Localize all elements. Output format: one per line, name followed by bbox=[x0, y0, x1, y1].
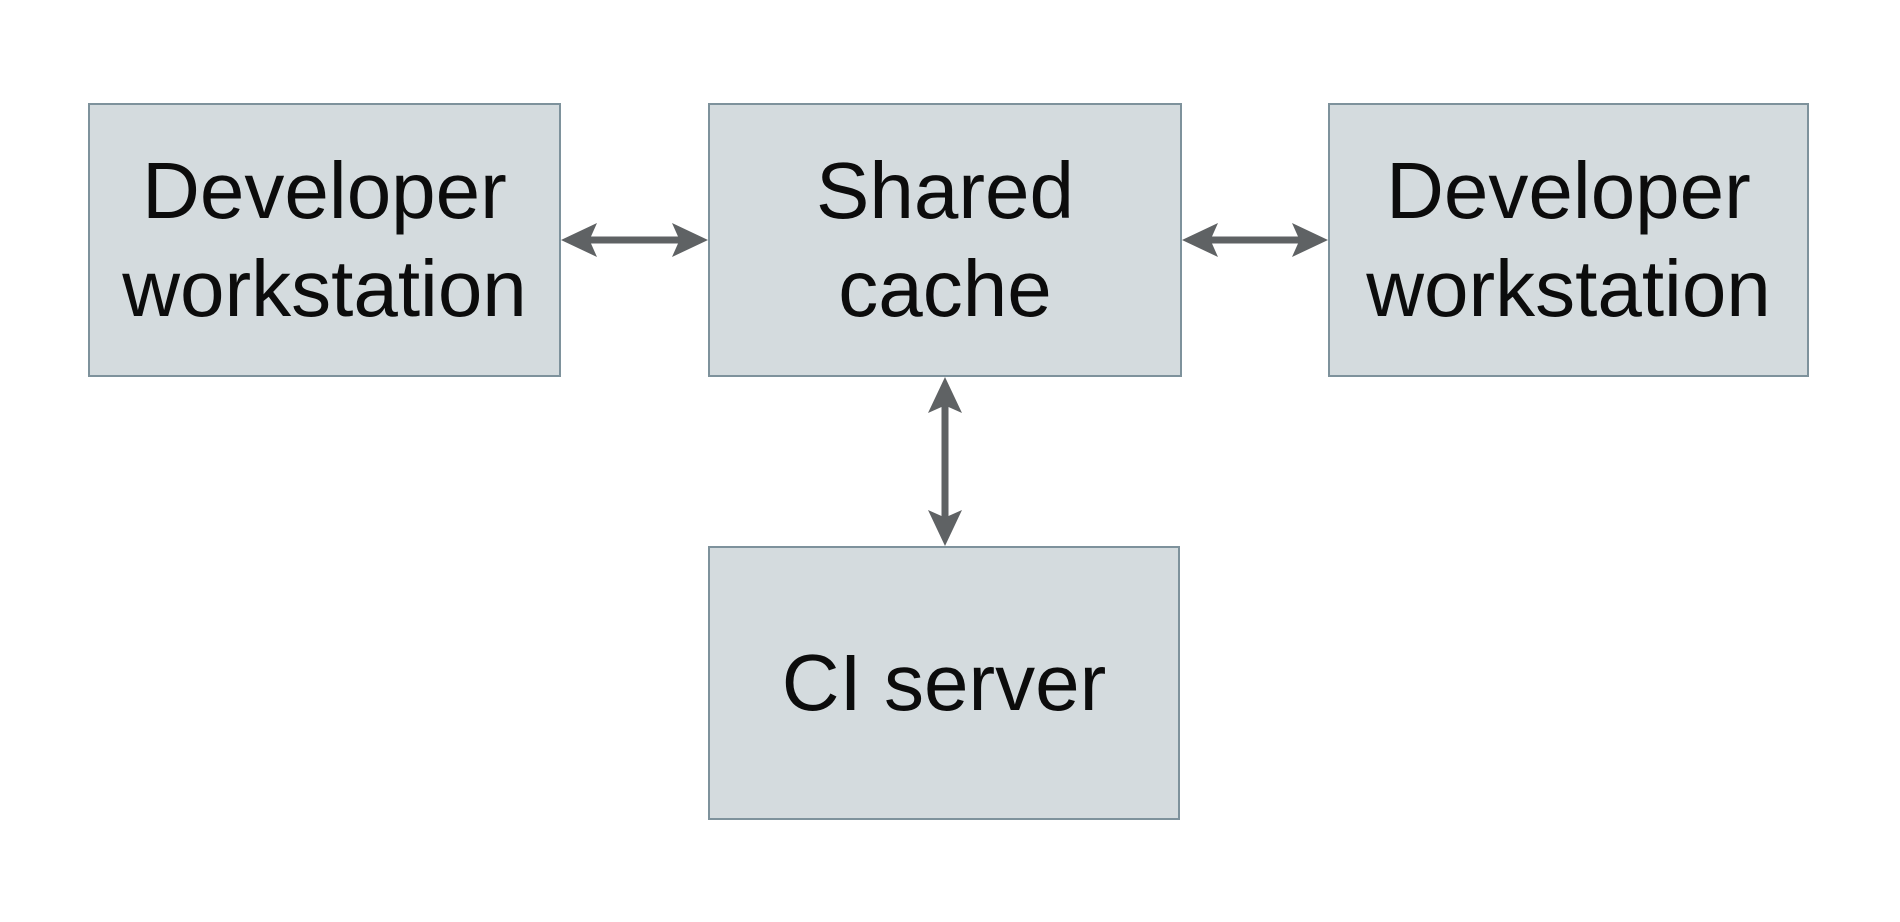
node-developer-workstation-left: Developer workstation bbox=[88, 103, 561, 377]
node-shared-cache: Shared cache bbox=[708, 103, 1182, 377]
node-developer-workstation-left-label: Developer workstation bbox=[122, 146, 527, 333]
node-ci-server: CI server bbox=[708, 546, 1180, 820]
bidirectional-arrow-icon bbox=[928, 377, 962, 546]
node-shared-cache-label: Shared cache bbox=[816, 146, 1074, 333]
node-developer-workstation-right-label: Developer workstation bbox=[1366, 146, 1771, 333]
node-ci-server-label: CI server bbox=[781, 638, 1107, 727]
bidirectional-arrow-icon bbox=[1182, 223, 1328, 257]
node-developer-workstation-right: Developer workstation bbox=[1328, 103, 1809, 377]
bidirectional-arrow-icon bbox=[561, 223, 708, 257]
